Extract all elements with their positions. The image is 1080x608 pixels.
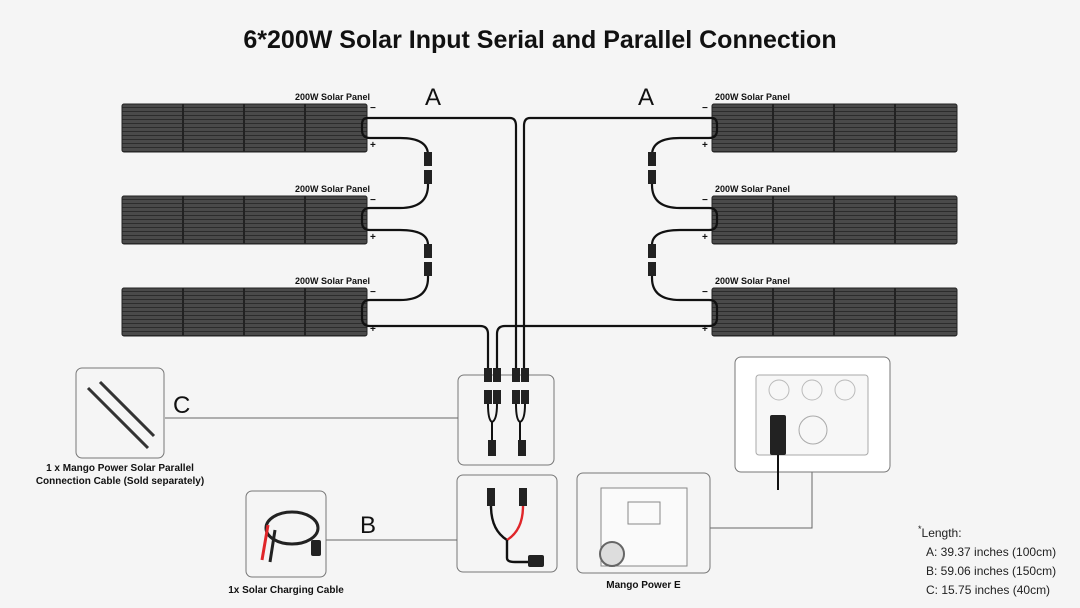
- solar-panel-right-2: [711, 195, 958, 245]
- power-link-line: [710, 472, 813, 529]
- neg-terminal-right-3: −: [702, 287, 708, 298]
- panel-label-right-1: 200W Solar Panel: [715, 92, 791, 102]
- panel-label-left-3: 200W Solar Panel: [295, 276, 371, 286]
- panel-label-right-3: 200W Solar Panel: [715, 276, 791, 286]
- pos-terminal-right-3: +: [702, 324, 708, 335]
- cable-b-label: B: [360, 512, 377, 539]
- neg-terminal-right-2: −: [702, 195, 708, 206]
- cable-c-label: C: [173, 392, 191, 419]
- panel-label-right-2: 200W Solar Panel: [715, 184, 791, 194]
- legend-row-a: A: 39.37 inches (100cm): [926, 545, 1057, 559]
- pos-terminal-right-2: +: [702, 232, 708, 243]
- neg-terminal-left-1: −: [370, 103, 376, 114]
- neg-terminal-left-2: −: [370, 195, 376, 206]
- neg-terminal-left-3: −: [370, 287, 376, 298]
- length-legend: *Length: A: 39.37 inches (100cm) B: 59.0…: [918, 520, 1056, 600]
- port-panel-image: [734, 356, 891, 490]
- parallel-connector-box: [457, 368, 555, 466]
- asterisk-marker: *: [918, 524, 922, 534]
- y-adapter-box: [456, 474, 558, 573]
- parallel-cable-image: [75, 367, 165, 459]
- charging-cable-image: [245, 490, 327, 578]
- legend-row-c: C: 15.75 inches (40cm): [926, 583, 1051, 597]
- legend-row-b: B: 59.06 inches (150cm): [926, 564, 1057, 578]
- pos-terminal-left-1: +: [370, 140, 376, 151]
- mc4-connectors: [424, 152, 656, 276]
- right-series-wiring: [495, 116, 719, 368]
- pos-terminal-right-1: +: [702, 140, 708, 151]
- cable-a-label-right: A: [638, 84, 655, 111]
- pos-terminal-left-3: +: [370, 324, 376, 335]
- solar-panel-left-3: [121, 287, 368, 337]
- panel-label-left-2: 200W Solar Panel: [295, 184, 371, 194]
- solar-panel-left-2: [121, 195, 368, 245]
- solar-panel-left-1: [121, 103, 368, 153]
- caption-line-2: Connection Cable (Sold separately): [35, 476, 205, 487]
- neg-terminal-right-1: −: [702, 103, 708, 114]
- page-title: 6*200W Solar Input Serial and Parallel C…: [243, 26, 837, 54]
- solar-panel-right-1: [711, 103, 958, 153]
- left-series-wiring: [360, 116, 518, 368]
- parallel-cable-caption: 1 x Mango Power Solar Parallel Connectio…: [30, 462, 210, 488]
- legend-heading-text: Length:: [921, 526, 962, 540]
- cable-a-label-left: A: [425, 84, 442, 111]
- panel-label-left-1: 200W Solar Panel: [295, 92, 371, 102]
- caption-line-1: 1 x Mango Power Solar Parallel: [46, 463, 194, 474]
- pos-terminal-left-2: +: [370, 232, 376, 243]
- mango-power-e-image: [576, 472, 711, 574]
- legend-heading: *Length:: [918, 520, 1056, 543]
- charging-cable-caption: 1x Solar Charging Cable: [228, 585, 344, 596]
- power-station-caption: Mango Power E: [606, 580, 681, 591]
- solar-panel-right-3: [711, 287, 958, 337]
